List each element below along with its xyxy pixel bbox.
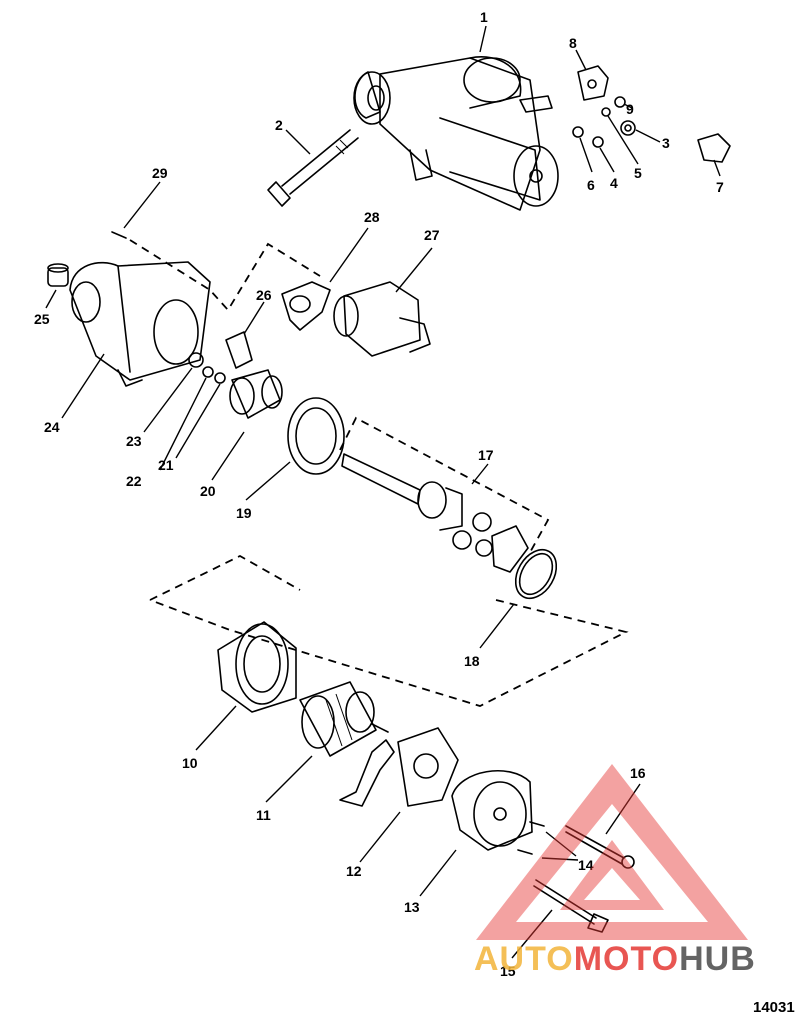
part-drive-housing-24 <box>69 261 211 387</box>
callout-6: 6 <box>587 177 595 193</box>
callout-21: 21 <box>158 457 174 473</box>
callout-14: 14 <box>578 857 594 873</box>
callout-5: 5 <box>634 165 642 181</box>
callout-24: 24 <box>44 419 60 435</box>
callout-12: 12 <box>346 863 362 879</box>
callout-11: 11 <box>256 807 271 823</box>
callout-20: 20 <box>200 483 216 499</box>
callout-17: 17 <box>478 447 494 463</box>
callout-22: 22 <box>126 473 142 489</box>
part-lever-26-28 <box>225 281 331 369</box>
watermark-triangle-icon <box>476 764 748 940</box>
callout-23: 23 <box>126 433 142 449</box>
part-bolt-2 <box>267 129 359 207</box>
callout-25: 25 <box>34 311 50 327</box>
screws-14-16 <box>517 821 635 933</box>
callout-26: 26 <box>256 287 272 303</box>
part-planetary-shaft-17 <box>339 416 550 573</box>
part-oring-18 <box>149 548 629 707</box>
part-ring-gear-19 <box>287 397 345 475</box>
callout-8: 8 <box>569 35 577 51</box>
callout-29: 29 <box>152 165 168 181</box>
callout-10: 10 <box>182 755 198 771</box>
callout-27: 27 <box>424 227 440 243</box>
callout-labels: 1 2 3 4 5 6 7 8 9 10 11 12 13 14 15 16 1… <box>34 9 724 979</box>
callout-3: 3 <box>662 135 670 151</box>
callout-2: 2 <box>275 117 283 133</box>
watermark-logo: AUTOMOTOHUB <box>474 764 756 978</box>
washers-21-23 <box>188 352 226 384</box>
callout-28: 28 <box>364 209 380 225</box>
callout-16: 16 <box>630 765 646 781</box>
callout-15: 15 <box>500 963 516 979</box>
callout-18: 18 <box>464 653 480 669</box>
callout-4: 4 <box>610 175 618 191</box>
callout-19: 19 <box>236 505 252 521</box>
watermark-text: AUTOMOTOHUB <box>474 940 756 978</box>
part-pinion-20 <box>229 369 283 419</box>
small-hardware-3-9 <box>572 65 731 163</box>
part-end-cap-13 <box>451 770 533 851</box>
document-number: 14031 <box>753 999 795 1016</box>
callout-7: 7 <box>716 179 724 195</box>
leader-lines <box>45 25 721 959</box>
part-solenoid-27 <box>333 281 431 357</box>
part-brush-holder-12 <box>339 727 459 807</box>
callout-1: 1 <box>480 9 488 25</box>
callout-9: 9 <box>626 101 634 117</box>
assembled-starter <box>353 56 559 211</box>
part-bushing-25 <box>47 263 69 287</box>
part-armature-11 <box>299 681 389 757</box>
callout-13: 13 <box>404 899 420 915</box>
part-field-frame-10 <box>217 621 297 713</box>
